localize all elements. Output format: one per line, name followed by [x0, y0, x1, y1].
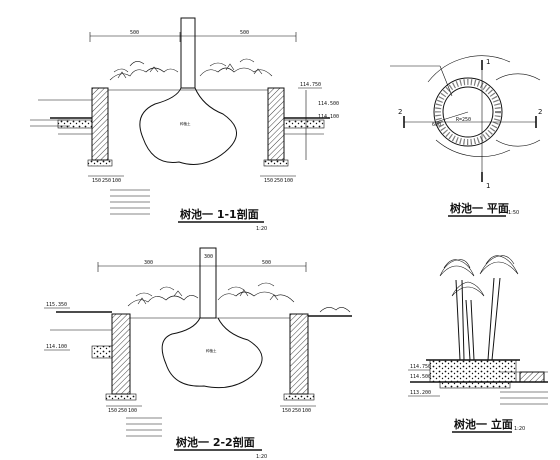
root-label: 种植土 [180, 121, 191, 126]
planter-wall-left [111, 313, 131, 395]
svg-text:150: 150 [282, 408, 291, 414]
scale-elevation: 1:20 [514, 426, 525, 432]
scale-section-2-2: 1:20 [256, 454, 267, 460]
construction-notes [500, 371, 548, 405]
tree-pit-outer-ring [433, 77, 503, 147]
palm-tree-icon [439, 259, 475, 361]
svg-text:100: 100 [284, 178, 293, 184]
svg-text:150: 150 [108, 408, 117, 414]
svg-text:114.100: 114.100 [318, 114, 339, 120]
title-elevation: 树池一 立面 [454, 417, 513, 431]
svg-text:250: 250 [274, 178, 283, 184]
svg-text:150: 150 [264, 178, 273, 184]
cut-label: 2 [398, 108, 402, 116]
cut-label: 2 [538, 108, 542, 116]
dim-right: 500 [262, 260, 271, 266]
tree-trunk [180, 17, 196, 89]
section-1-1: 500 500 种植土 114.750 114.500 114.100 [30, 17, 339, 232]
construction-notes [110, 189, 150, 215]
elevation: 113.200 [410, 390, 431, 396]
palm-tree-icon [451, 281, 485, 361]
planter-wall-left [91, 87, 109, 161]
svg-text:250: 250 [118, 408, 127, 414]
elevation: 114.750 [410, 364, 431, 370]
elevation: 114.100 [46, 344, 67, 350]
title-plan: 树池一 平面 [450, 201, 509, 215]
paving-arc [427, 55, 511, 83]
title-section-1-1: 树池一 1-1剖面 [180, 207, 259, 221]
elevation: 114.500 [410, 374, 431, 380]
elevation-view: 114.750 114.500 113.200 树池一 立面 1:20 [408, 255, 548, 433]
root-label: 种植土 [206, 348, 217, 353]
svg-text:250: 250 [102, 178, 111, 184]
section-2-2: 300 300 500 种植土 115.350 114.100 150 250 [44, 247, 352, 460]
cut-label: 1 [486, 58, 490, 66]
planter-wall-right [267, 87, 285, 161]
plan-view: 1 1 2 2 600 R=250 树池一 平面 1:50 [390, 55, 542, 217]
svg-text:114.750: 114.750 [300, 82, 321, 88]
construction-notes [126, 417, 162, 437]
svg-text:150: 150 [92, 178, 101, 184]
svg-text:100: 100 [112, 178, 121, 184]
dim-center: 300 [204, 254, 213, 260]
paving-arc [435, 139, 511, 157]
foliage [127, 286, 199, 307]
planter-base [429, 359, 517, 383]
root-ball [139, 87, 237, 165]
dim-left: 300 [144, 260, 153, 266]
foliage [109, 61, 179, 81]
planter-wall-right [289, 313, 309, 395]
svg-text:114.500: 114.500 [318, 101, 339, 107]
svg-text:100: 100 [302, 408, 311, 414]
cut-label: 1 [486, 182, 490, 190]
scale-plan: 1:50 [508, 210, 519, 216]
dim-right: 500 [240, 30, 249, 36]
dim-left: 500 [130, 30, 139, 36]
elevation-marks: 114.750 114.500 114.100 [298, 82, 339, 120]
svg-text:250: 250 [292, 408, 301, 414]
title-section-2-2: 树池一 2-2剖面 [176, 435, 255, 449]
svg-text:100: 100 [128, 408, 137, 414]
plan-dim: R=250 [456, 117, 471, 123]
plan-dim: 600 [432, 122, 441, 128]
palm-tree-icon [479, 255, 519, 361]
tree-pit-inner-ring [442, 86, 494, 138]
elevation: 115.350 [46, 302, 67, 308]
scale-section-1-1: 1:20 [256, 226, 267, 232]
root-ball [161, 317, 263, 389]
